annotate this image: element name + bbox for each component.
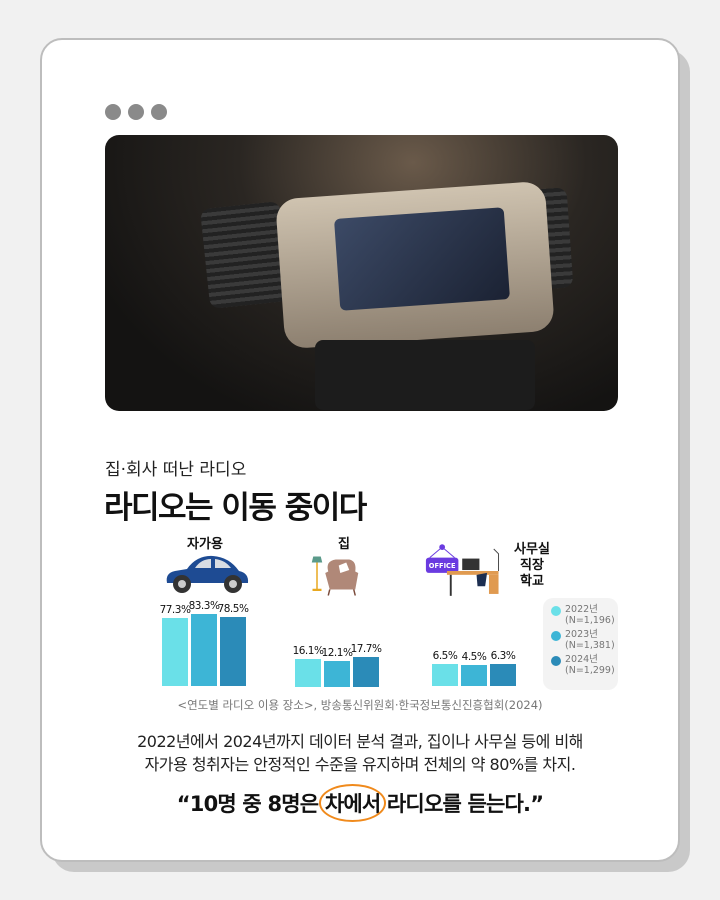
page-title: 라디오는 이동 중이다 [104,490,367,526]
quote: “10명 중 8명은 차에서 라디오를 듣는다.” [0,784,720,822]
bar [461,665,487,686]
bar [324,661,350,687]
source-caption: <연도별 라디오 이용 장소>, 방송통신위원회·한국정보통신진흥협회(2024… [177,698,543,712]
car-icon [166,555,249,593]
legend-year: 2023년 [565,629,598,640]
legend-n: (N=1,196) [565,615,615,626]
quote-start: “10명 중 8명은 [176,792,325,816]
bar-value-label: 83.3% [188,599,220,612]
office-sign-text: OFFICE [429,562,456,570]
description: 2022년에서 2024년까지 데이터 분석 결과, 집이나 사무실 등에 비해… [0,730,720,776]
description-line-1: 2022년에서 2024년까지 데이터 분석 결과, 집이나 사무실 등에 비해 [137,732,583,751]
legend-item-2024: 2024년(N=1,299) [551,654,618,676]
bar-value-label: 77.3% [159,603,191,616]
quote-highlight: 차에서 [318,784,386,822]
office-line-2: 직장 [520,558,544,573]
bar-value-label: 6.5% [432,649,458,662]
bar [191,613,217,686]
legend-year: 2022년 [565,604,598,615]
armchair-lamp-icon [311,556,359,596]
office-icon: OFFICE [425,544,500,596]
office-line-3: 학교 [520,574,544,589]
category-home-label: 집 [338,537,350,552]
window-dots [105,104,167,120]
bar-value-label: 16.1% [292,644,324,657]
legend-swatch-icon [551,631,561,641]
category-office-label: 사무실 직장 학교 [512,542,552,590]
bar [220,616,246,686]
category-car-label: 자가용 [187,537,223,552]
bar [490,663,516,686]
bar-value-label: 6.3% [490,649,516,662]
office-line-1: 사무실 [514,542,550,557]
legend-item-2022: 2022년(N=1,196) [551,604,618,626]
legend-n: (N=1,299) [565,665,615,676]
legend-item-2023: 2023년(N=1,381) [551,629,618,651]
legend-year: 2024년 [565,654,598,665]
legend-swatch-icon [551,606,561,616]
bar [353,657,379,687]
bar-value-label: 12.1% [321,647,353,660]
quote-end: 라디오를 듣는다.” [380,792,544,816]
bar [162,617,188,686]
description-line-2: 자가용 청취자는 안정적인 수준을 유지하며 전체의 약 80%를 차지. [144,755,576,774]
bar [295,658,321,687]
legend-swatch-icon [551,656,561,666]
bar-value-label: 17.7% [350,643,382,656]
bar-value-label: 4.5% [461,651,487,664]
subtitle: 집·회사 떠난 라디오 [105,460,247,480]
legend-n: (N=1,381) [565,640,615,651]
bar-value-label: 78.5% [217,602,249,615]
car-dashboard-photo [105,135,618,411]
legend: 2022년(N=1,196) 2023년(N=1,381) 2024년(N=1,… [543,598,618,690]
bar [432,663,458,686]
